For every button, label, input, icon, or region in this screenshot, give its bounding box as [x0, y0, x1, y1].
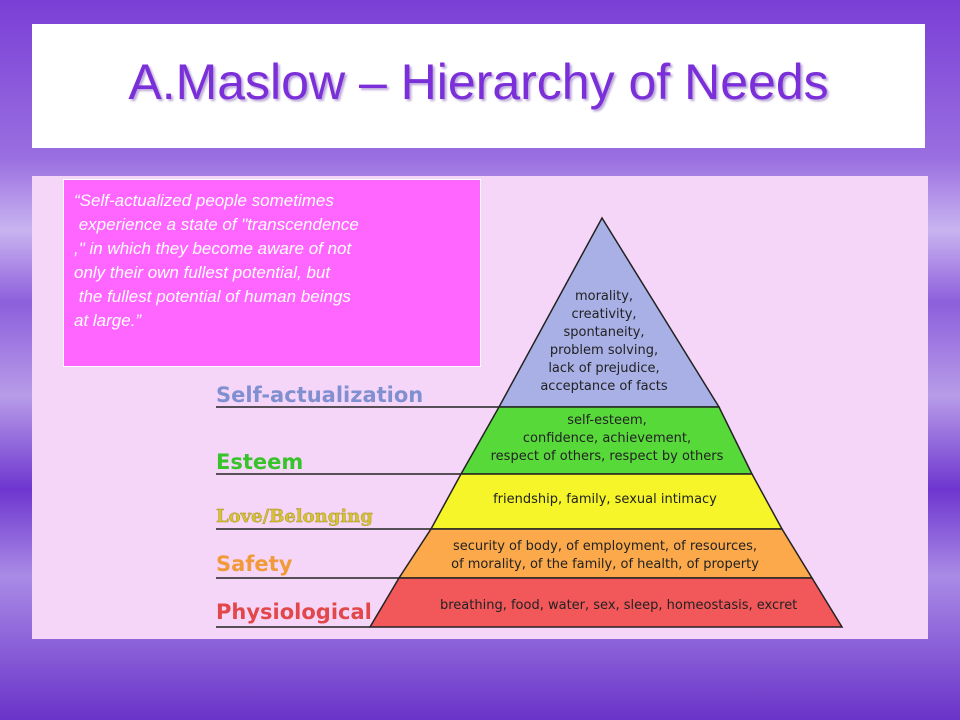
- quote-line: experience a state of "transcendence: [74, 215, 359, 234]
- pyramid-level-physiological: [368, 577, 844, 628]
- self-actualization-line: morality,: [575, 289, 633, 304]
- self-actualization-line: problem solving,: [550, 343, 658, 358]
- title-box: A.Maslow – Hierarchy of Needs: [32, 24, 925, 148]
- self-actualization-line: acceptance of facts: [540, 379, 668, 394]
- slide-title: A.Maslow – Hierarchy of Needs: [128, 54, 829, 110]
- label-safety: Safety: [216, 552, 293, 576]
- self-actualization-line: spontaneity,: [563, 325, 644, 340]
- quote-line: “Self-actualized people sometimes: [74, 191, 334, 210]
- safety-line: security of body, of employment, of reso…: [453, 539, 757, 554]
- esteem-line: self-esteem,: [567, 413, 647, 428]
- label-self-actualization: Self-actualization: [216, 383, 423, 407]
- esteem-line: respect of others, respect by others: [491, 449, 724, 464]
- quote-line: only their own fullest potential, but: [74, 263, 331, 282]
- esteem-line: confidence, achievement,: [523, 431, 691, 446]
- self-actualization-line: creativity,: [571, 307, 636, 322]
- label-love-belonging: Love/Belonging: [216, 506, 373, 527]
- quote-line: at large.”: [74, 311, 142, 330]
- quote-box: “Self-actualized people sometimes experi…: [63, 179, 481, 367]
- love-belonging-line: friendship, family, sexual intimacy: [493, 492, 717, 507]
- label-physiological: Physiological: [216, 600, 372, 624]
- safety-line: of morality, of the family, of health, o…: [451, 557, 759, 572]
- label-esteem: Esteem: [216, 450, 303, 474]
- quote-line: the fullest potential of human beings: [74, 287, 351, 306]
- self-actualization-line: lack of prejudice,: [548, 361, 659, 376]
- physiological-line: breathing, food, water, sex, sleep, home…: [440, 598, 797, 613]
- quote-line: ," in which they become aware of not: [74, 239, 352, 258]
